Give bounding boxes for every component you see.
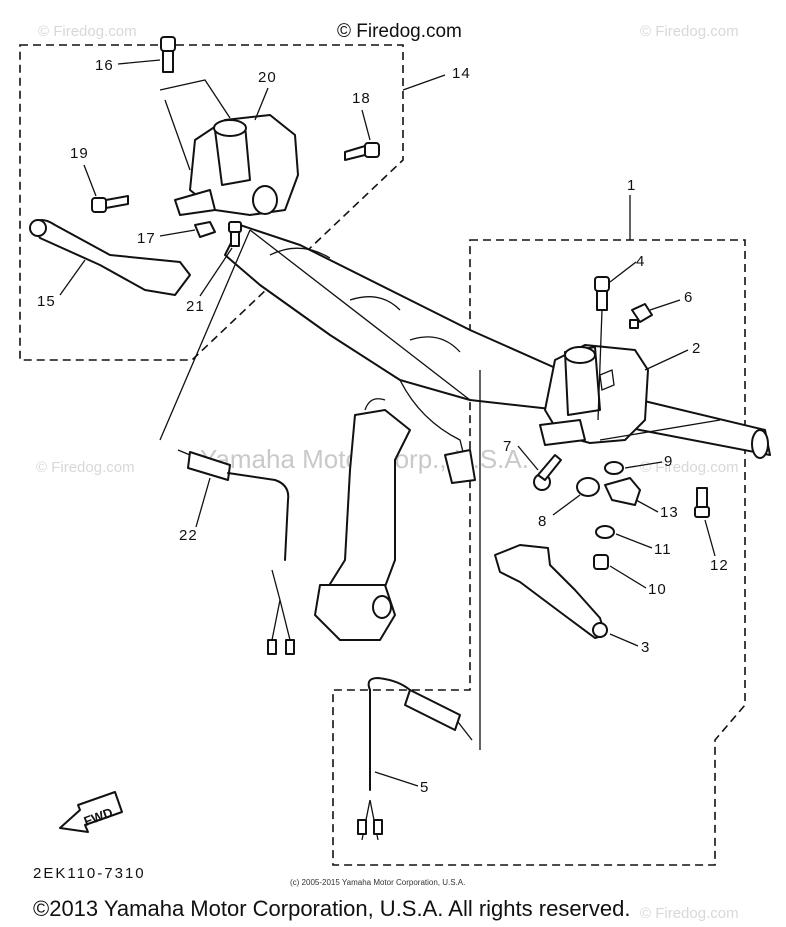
label-9: 9 xyxy=(664,453,673,470)
switch-5 xyxy=(357,677,473,841)
watermark-top-right: © Firedog.com xyxy=(640,23,739,40)
label-7: 7 xyxy=(503,438,512,455)
label-19: 19 xyxy=(70,145,89,162)
screw-21 xyxy=(228,221,242,247)
bolt-12 xyxy=(694,487,710,518)
right-lever xyxy=(494,544,608,639)
label-14: 14 xyxy=(452,65,471,82)
leader-14 xyxy=(402,74,446,91)
label-20: 20 xyxy=(258,69,277,86)
label-8: 8 xyxy=(538,513,547,530)
washer-9 xyxy=(604,461,624,475)
footer-copyright: ©2013 Yamaha Motor Corporation, U.S.A. A… xyxy=(33,896,630,921)
watermark-top-center: © Firedog.com xyxy=(337,21,462,42)
label-17: 17 xyxy=(137,230,156,247)
handlebar xyxy=(224,224,771,481)
bracket-13 xyxy=(604,477,641,506)
collar-8 xyxy=(576,477,600,497)
leader-4-axis xyxy=(597,309,603,421)
label-21: 21 xyxy=(186,298,205,315)
watermark-mid-left: © Firedog.com xyxy=(36,459,135,476)
bolt-18 xyxy=(344,142,380,161)
label-6: 6 xyxy=(684,289,693,306)
label-13: 13 xyxy=(660,504,679,521)
guide-line-3 xyxy=(599,419,721,441)
label-12: 12 xyxy=(710,557,729,574)
fwd-arrow-icon: FWD xyxy=(59,791,123,833)
screw-6 xyxy=(629,303,653,329)
bolt-7 xyxy=(533,454,562,491)
diagram-code: 2EK110-7310 xyxy=(33,865,146,882)
small-copyright: (c) 2005-2015 Yamaha Motor Corporation, … xyxy=(290,878,465,887)
label-4: 4 xyxy=(636,253,645,270)
label-1: 1 xyxy=(627,177,636,194)
label-3: 3 xyxy=(641,639,650,656)
bolt-4 xyxy=(594,276,610,311)
label-10: 10 xyxy=(648,581,667,598)
label-2: 2 xyxy=(692,340,701,357)
box-assembly-1 xyxy=(332,239,746,866)
steering-column xyxy=(314,398,476,641)
washer-11 xyxy=(595,525,615,539)
bolt-16 xyxy=(160,36,176,73)
label-22: 22 xyxy=(179,527,198,544)
label-15: 15 xyxy=(37,293,56,310)
bolt-19 xyxy=(91,195,129,213)
label-16: 16 xyxy=(95,57,114,74)
label-18: 18 xyxy=(352,90,371,107)
watermark-mid-right: © Firedog.com xyxy=(640,459,739,476)
left-switch-housing xyxy=(159,79,299,216)
right-switch-housing xyxy=(539,344,649,446)
label-5: 5 xyxy=(420,779,429,796)
guide-line-1 xyxy=(159,229,251,441)
switch-22 xyxy=(177,449,295,655)
watermark-bottom-right: © Firedog.com xyxy=(640,905,739,922)
label-11: 11 xyxy=(654,541,672,558)
left-lever xyxy=(29,219,191,296)
guide-line-2 xyxy=(249,229,471,401)
nut-10 xyxy=(593,554,609,570)
watermark-top-left: © Firedog.com xyxy=(38,23,137,40)
nut-17 xyxy=(194,221,216,238)
